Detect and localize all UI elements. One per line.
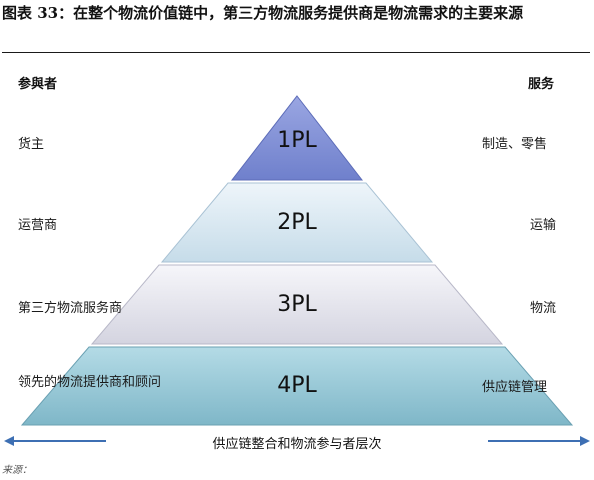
left-arrow [4,436,106,446]
service-1: 制造、零售 [482,137,548,152]
participant-2: 运营商 [18,218,58,233]
participant-3: 第三方物流服务商 [18,301,123,316]
level-2-label: 2PL [277,210,317,235]
service-2: 运输 [530,218,557,233]
level-1-label: 1PL [277,128,317,153]
level-2-band [160,182,434,263]
source-note: 来源： [2,465,32,476]
figure-title: 图表 33：在整个物流价值链中，第三方物流服务提供商是物流需求的主要来源 [2,4,524,22]
services-header: 服务 [528,77,555,92]
level-1-band [230,95,364,181]
service-3: 物流 [530,301,557,316]
participants-header: 参與者 [18,77,58,92]
level-4-band [20,346,574,426]
level-3-band [90,264,504,345]
level-4-label: 4PL [277,373,317,398]
title-rule [2,52,590,53]
level-3-label: 3PL [277,292,317,317]
right-arrow [488,436,590,446]
integration-axis-label: 供应链整合和物流参与者层次 [212,437,382,452]
participant-4: 领先的物流提供商和顾问 [18,375,162,390]
service-4: 供应链管理 [482,380,548,395]
participant-1: 货主 [18,137,45,152]
